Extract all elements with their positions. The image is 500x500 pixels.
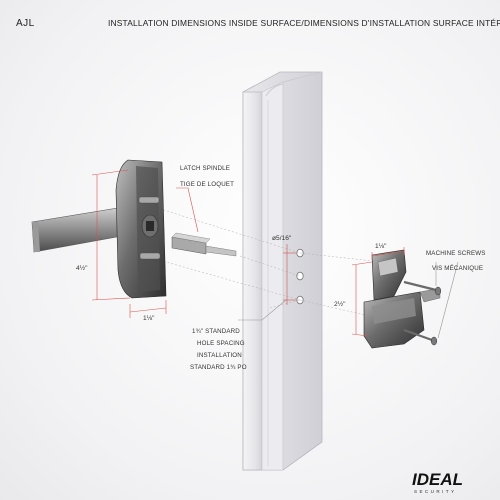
machine-screws-label-en: MACHINE SCREWS	[426, 250, 486, 257]
brand-logo-sub: SECURITY	[414, 489, 456, 494]
dimension-handle-height: 4½"	[76, 264, 88, 272]
latch-catch	[363, 249, 441, 349]
dimension-catch-height: 2½"	[334, 300, 346, 308]
product-code: AJL	[16, 18, 35, 29]
dimension-lines	[91, 169, 459, 339]
projection-lines	[147, 204, 383, 319]
hole-spacing-line-1: 1¾" STANDARD	[192, 328, 240, 335]
brand-logo-text: IDEAL	[412, 470, 463, 489]
machine-screws	[403, 280, 442, 346]
dimension-handle-width: 1⅛"	[143, 315, 155, 322]
header: AJL INSTALLATION DIMENSIONS INSIDE SURFA…	[0, 18, 500, 32]
hole-spacing-line-3: INSTALLATION	[197, 352, 242, 359]
dimension-catch-width: 1⅛"	[375, 243, 387, 250]
door-frame	[242, 71, 323, 471]
hole-spacing-line-2: HOLE SPACING	[197, 340, 245, 347]
latch-spindle-label-en: LATCH SPINDLE	[180, 165, 230, 172]
latch-spindle-label-fr: TIGE DE LOQUET	[180, 181, 234, 188]
brand-logo: IDEAL SECURITY	[412, 470, 463, 494]
dimension-hole-diameter: ø5/16"	[272, 235, 292, 242]
page-title: INSTALLATION DIMENSIONS INSIDE SURFACE/D…	[108, 18, 500, 28]
latch-spindle	[171, 232, 237, 257]
hole-spacing-line-4: STANDARD 1¾ PO	[190, 364, 247, 371]
machine-screws-label-fr: VIS MÉCANIQUE	[432, 265, 483, 272]
latch-handle	[31, 159, 167, 299]
